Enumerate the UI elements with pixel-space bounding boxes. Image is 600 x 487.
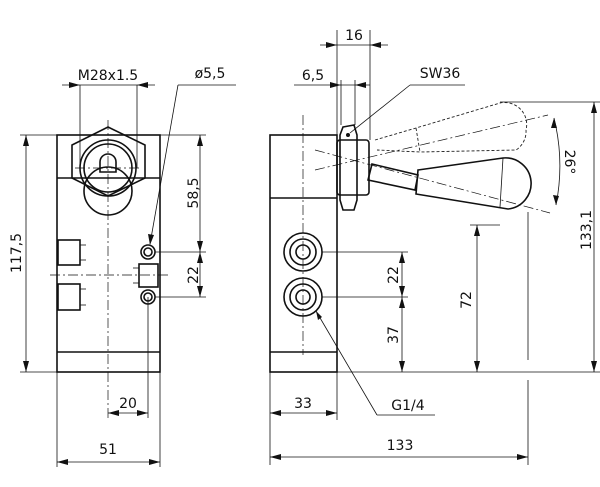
lever-shaft	[367, 163, 419, 191]
lever-handle	[415, 157, 532, 210]
port-thread: G1/4	[391, 398, 424, 414]
dim-port-height: 37	[386, 326, 402, 344]
dim-depth: 33	[294, 396, 312, 412]
side-body	[269, 134, 338, 373]
dim-length-total: 133	[387, 438, 414, 454]
dim-port-spacing: 22	[186, 266, 202, 284]
hex-nut	[71, 126, 146, 197]
fitting	[57, 239, 81, 266]
dim-hole-diameter: ø5,5	[195, 66, 226, 82]
dim-port-offset: 20	[119, 396, 137, 412]
dim-lever-height: 72	[459, 291, 475, 309]
dim-port-spacing-side: 22	[386, 266, 402, 284]
dim-width: 51	[99, 442, 117, 458]
side-view: 26° 16 6,5 SW36 133,1 72 22 37	[269, 28, 600, 465]
front-view: 117,5 M28x1.5 ø5,5 58,5 22 20 51	[9, 66, 236, 467]
dim-height-to-port: 58,5	[186, 177, 202, 208]
dim-nut-width: 16	[345, 28, 363, 44]
dim-thread: M28x1.5	[78, 68, 138, 84]
dim-lever-angle: 26°	[561, 150, 577, 175]
dim-height-total: 117,5	[9, 233, 25, 273]
flange	[336, 139, 370, 196]
front-body	[56, 134, 161, 373]
side-nut	[339, 124, 358, 211]
lever-stem	[99, 153, 117, 173]
wrench-size: SW36	[420, 66, 461, 82]
fitting	[57, 283, 81, 311]
mounting-hole	[140, 244, 156, 260]
dim-height-total-side: 133,1	[579, 210, 595, 250]
dim-nut-thickness: 6,5	[302, 68, 324, 84]
